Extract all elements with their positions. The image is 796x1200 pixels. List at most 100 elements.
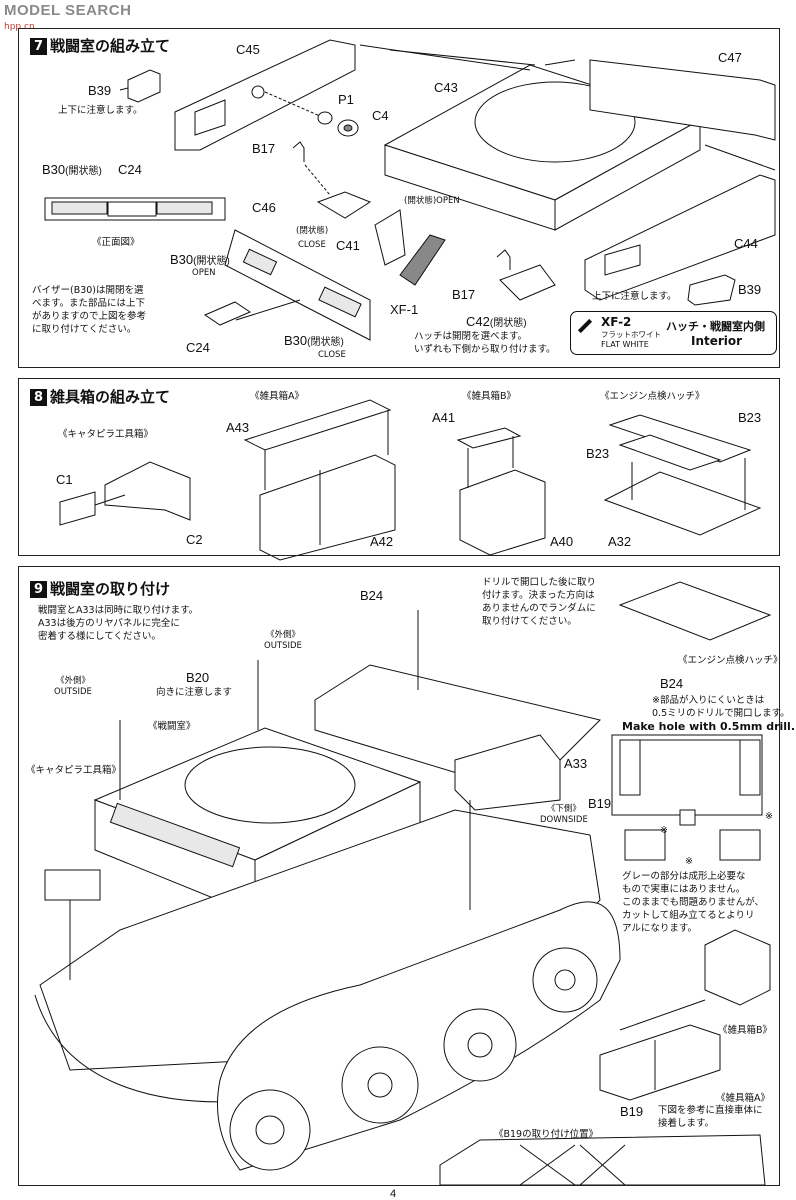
fighting-room-label: 《戦闘室》 bbox=[148, 721, 196, 732]
step9-intro: 戦闘室とA33は同時に取り付けます。 A33は後方のリヤパネルに完全に 密着する… bbox=[38, 604, 198, 643]
b39-note-bottom: 上下に注意します。 bbox=[592, 291, 677, 302]
b30-mid-open: OPEN bbox=[192, 268, 216, 278]
step8-panel bbox=[18, 378, 780, 556]
intro-line: A33は後方のリヤパネルに完全に bbox=[38, 618, 180, 629]
b30-close-code: B30 bbox=[284, 333, 308, 348]
group-box-a: 《雑具箱A》 bbox=[250, 391, 304, 402]
label-b17-bottom: B17 bbox=[452, 287, 476, 302]
group-engine-hatch: 《エンジン点検ハッチ》 bbox=[600, 391, 705, 402]
b30-mid-paren: (開状態) bbox=[193, 256, 230, 267]
b30-open-paren: (開状態) bbox=[65, 166, 102, 177]
b19-note-line: 接着します。 bbox=[658, 1118, 715, 1129]
label-b24-top: B24 bbox=[360, 588, 384, 603]
b19-position-label: 《B19の取り付け位置》 bbox=[494, 1129, 599, 1140]
step8-title-text: 雑具箱の組み立て bbox=[50, 388, 171, 406]
label-b23-top: B23 bbox=[738, 410, 762, 425]
mark-1: ※ bbox=[660, 825, 668, 836]
hole-note-en: Make hole with 0.5mm drill. bbox=[622, 720, 796, 733]
watermark: MODEL SEARCH bbox=[4, 2, 132, 19]
label-c2: C2 bbox=[186, 532, 203, 547]
hatch-note-line: ハッチは開閉を選べます。 bbox=[414, 331, 528, 342]
paint-jp: フラットホワイト bbox=[601, 330, 661, 339]
step7-panel bbox=[18, 28, 780, 368]
b30-close-en: CLOSE bbox=[318, 350, 346, 360]
label-c42: C42(閉状態) bbox=[466, 314, 527, 329]
label-c44: C44 bbox=[734, 236, 758, 251]
label-c46: C46 bbox=[252, 200, 276, 215]
c47-part bbox=[589, 59, 776, 141]
label-b39-top: B39 bbox=[88, 83, 112, 98]
visor-note-line: に取り付けてください。 bbox=[32, 324, 137, 335]
hatch-note-line: いずれも下側から取り付けます。 bbox=[414, 344, 556, 355]
grey-note-line: もので実車にはありません。 bbox=[622, 884, 746, 895]
b19-note-line: 下図を参考に直接車体に bbox=[658, 1105, 763, 1116]
outside1-en: OUTSIDE bbox=[264, 641, 302, 651]
downside-en: DOWNSIDE bbox=[540, 815, 588, 825]
paint-callout: XF-2 フラットホワイト FLAT WHITE ハッチ・戦闘室内側 Inter… bbox=[570, 311, 777, 355]
label-c47: C47 bbox=[718, 50, 742, 65]
engine-hatch-label: 《エンジン点検ハッチ》 bbox=[678, 655, 783, 666]
label-b19-bottom: B19 bbox=[620, 1104, 644, 1119]
mark-2: ※ bbox=[765, 811, 773, 822]
page-number: 4 bbox=[390, 1188, 397, 1200]
label-b19: B19 bbox=[588, 796, 612, 811]
open-label: (開状態)OPEN bbox=[404, 196, 460, 207]
grey-note-line: カットして組み立てるとよりリ bbox=[622, 910, 755, 921]
step9-number: 9 bbox=[30, 581, 47, 598]
label-b30-close: B30(閉状態) bbox=[284, 333, 344, 348]
drill-note-line: ドリルで開口した後に取り bbox=[482, 577, 597, 588]
label-c45: C45 bbox=[236, 42, 260, 57]
group-box-b: 《雑具箱B》 bbox=[462, 391, 517, 402]
label-b24-right: B24 bbox=[660, 676, 684, 691]
visor-note-line: バイザー(B30)は開閉を選 bbox=[32, 285, 144, 296]
label-c41: C41 bbox=[336, 238, 360, 253]
hole-note-line: 0.5ミリのドリルで開口します。 bbox=[652, 708, 790, 719]
grey-note-line: グレーの部分は成形上必要な bbox=[622, 871, 746, 882]
drill-note: ドリルで開口した後に取り 付けます。決まった方向は ありませんのでランダムに 取… bbox=[482, 576, 596, 628]
downside-jp: 《下側》 bbox=[546, 804, 581, 814]
grey-note-line: このままでも問題ありませんが、 bbox=[622, 897, 765, 908]
open-en: OPEN bbox=[436, 196, 460, 206]
label-a40: A40 bbox=[550, 534, 574, 549]
outside2-en: OUTSIDE bbox=[54, 687, 92, 697]
outside1-jp: 《外側》 bbox=[265, 630, 300, 640]
step9-drawing bbox=[34, 581, 772, 1186]
c42-code: C42 bbox=[466, 314, 490, 329]
label-b20: B20 bbox=[186, 670, 210, 685]
drill-note-line: 付けます。決まった方向は bbox=[482, 590, 595, 601]
b30-close-paren: (閉状態) bbox=[307, 337, 344, 348]
hole-note-jp: ※部品が入りにくいときは 0.5ミリのドリルで開口します。 bbox=[652, 694, 790, 720]
label-b39-bottom: B39 bbox=[738, 282, 762, 297]
group-track-tool: 《キャタピラ工具箱》 bbox=[58, 429, 154, 440]
b20-note: 向きに注意します bbox=[156, 687, 233, 698]
outside2: 《外側》OUTSIDE bbox=[54, 676, 92, 698]
b19-bottom-note: 下図を参考に直接車体に 接着します。 bbox=[658, 1104, 763, 1130]
paint-en: FLAT WHITE bbox=[601, 340, 649, 349]
label-b17-top: B17 bbox=[252, 141, 276, 156]
label-a42: A42 bbox=[370, 534, 394, 549]
grey-note-line: アルになります。 bbox=[622, 923, 697, 934]
label-c1: C1 bbox=[56, 472, 73, 487]
front-view-label: 《正面図》 bbox=[92, 237, 140, 248]
label-a33: A33 bbox=[564, 756, 588, 771]
step8-number: 8 bbox=[30, 389, 47, 406]
visor-note-line: がありますので上図を参考 bbox=[32, 311, 147, 322]
label-a43: A43 bbox=[226, 420, 250, 435]
drill-note-line: 取り付けてください。 bbox=[482, 616, 577, 627]
label-c24-bottom: C24 bbox=[186, 340, 210, 355]
watermark-sub: hpp.cn bbox=[4, 22, 35, 32]
step8-drawing bbox=[59, 399, 762, 561]
mark-3: ※ bbox=[685, 856, 693, 867]
paint-area-jp: ハッチ・戦闘室内側 bbox=[666, 320, 765, 333]
label-a41: A41 bbox=[432, 410, 456, 425]
label-b30-open: B30(開状態) bbox=[42, 162, 102, 177]
c42-paren: (閉状態) bbox=[489, 318, 527, 329]
step9-panel bbox=[18, 566, 780, 1186]
hole-note-line: ※部品が入りにくいときは bbox=[652, 695, 765, 706]
paint-code: XF-2 bbox=[601, 315, 632, 329]
grey-note: グレーの部分は成形上必要な もので実車にはありません。 このままでも問題ありませ… bbox=[622, 870, 764, 935]
box-a-label: 《雑具箱A》 bbox=[716, 1093, 770, 1104]
